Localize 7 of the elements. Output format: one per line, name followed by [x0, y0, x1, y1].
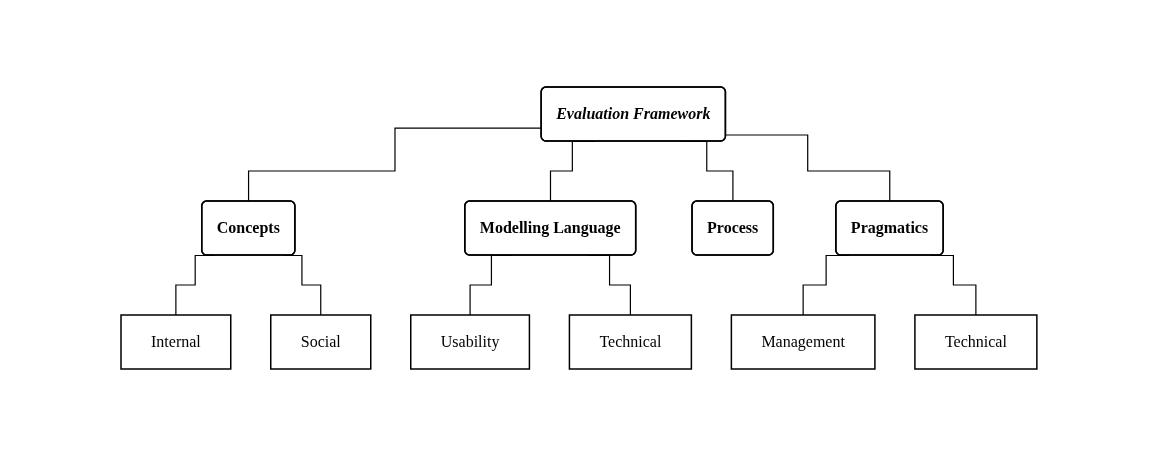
node-box: Technical — [913, 313, 1038, 370]
connector — [724, 133, 891, 202]
node-box: Usability — [409, 313, 530, 370]
node-box: Internal — [119, 313, 232, 370]
node-box: Management — [730, 313, 876, 370]
node-box: Social — [269, 313, 372, 370]
node-box: Technical — [568, 313, 692, 370]
